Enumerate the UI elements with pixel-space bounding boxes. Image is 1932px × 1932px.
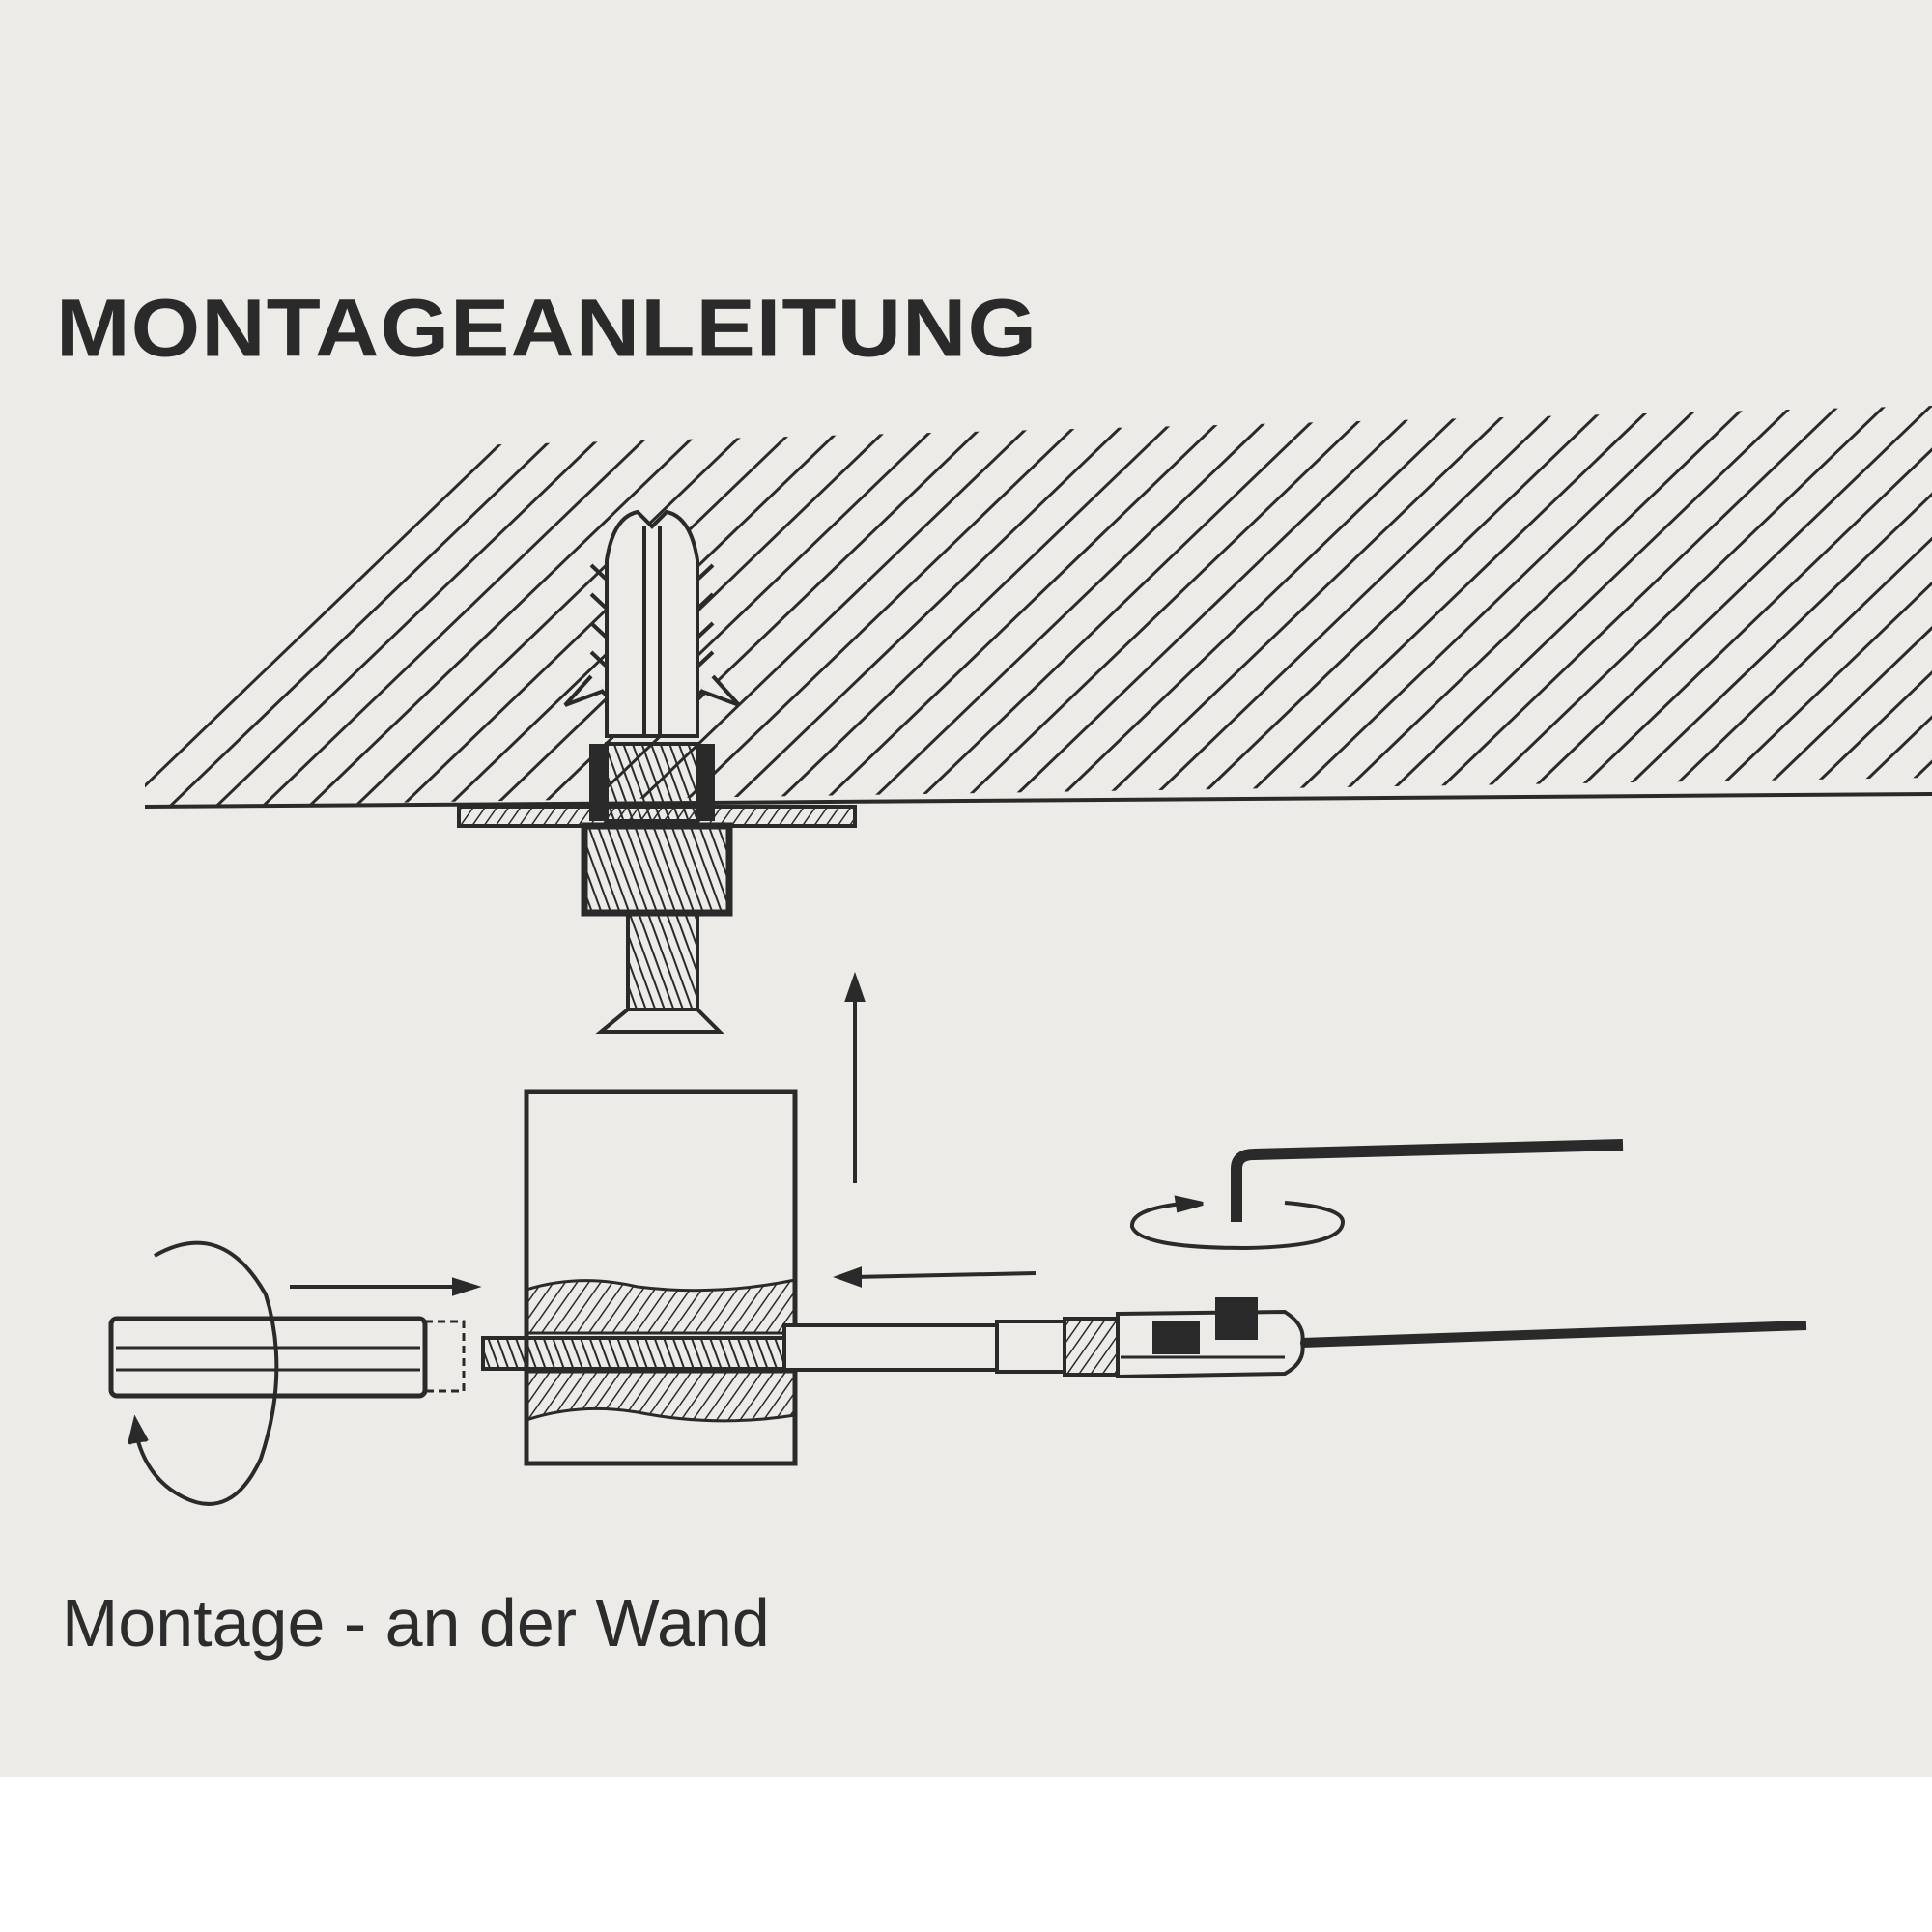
page-title: MONTAGEANLEITUNG: [56, 282, 1038, 374]
hatch-line: [288, 406, 794, 807]
spacer-nut: [581, 822, 733, 917]
wall-surface-line: [144, 792, 1932, 809]
countersunk-screw: [595, 911, 724, 1034]
hatch-line: [1772, 406, 1932, 807]
hatch-line: [752, 406, 1258, 807]
key-rotation-arrow-icon: [1130, 1195, 1346, 1251]
hatch-line: [145, 406, 609, 807]
hatch-line: [798, 406, 1304, 807]
hatch-line: [334, 406, 840, 807]
mounting-diagram: [108, 406, 1932, 1506]
wire-rope-terminal: [782, 1297, 1305, 1379]
threaded-rod: [481, 1336, 786, 1371]
hatch-line: [983, 406, 1490, 807]
hatch-line: [1030, 406, 1536, 807]
rotation-arrow-icon: [128, 1240, 279, 1506]
up-arrow-icon: [844, 971, 866, 1183]
hatch-line: [1122, 406, 1629, 807]
hatch-line: [891, 406, 1397, 807]
hatch-line: [145, 406, 562, 807]
instruction-sheet: MONTAGEANLEITUNG: [0, 0, 1932, 1777]
hatch-line: [659, 406, 1165, 807]
wire-rope: [1301, 1321, 1807, 1348]
hatch-line: [1076, 406, 1582, 807]
right-arrow-icon: [290, 1277, 482, 1296]
hatch-line: [844, 406, 1350, 807]
left-arrow-icon: [833, 1266, 1037, 1288]
wall-plug: [563, 509, 741, 823]
hatch-line: [937, 406, 1443, 807]
diagram-caption: Montage - an der Wand: [62, 1585, 770, 1661]
hatch-line: [195, 406, 701, 807]
hatch-line: [242, 406, 748, 807]
hatch-line: [149, 406, 655, 807]
hex-socket-wrench: [108, 1316, 466, 1399]
hatch-line: [473, 406, 980, 807]
allen-key: [1231, 1139, 1624, 1227]
standoff-body: [524, 1089, 798, 1466]
hatch-line: [705, 406, 1211, 807]
